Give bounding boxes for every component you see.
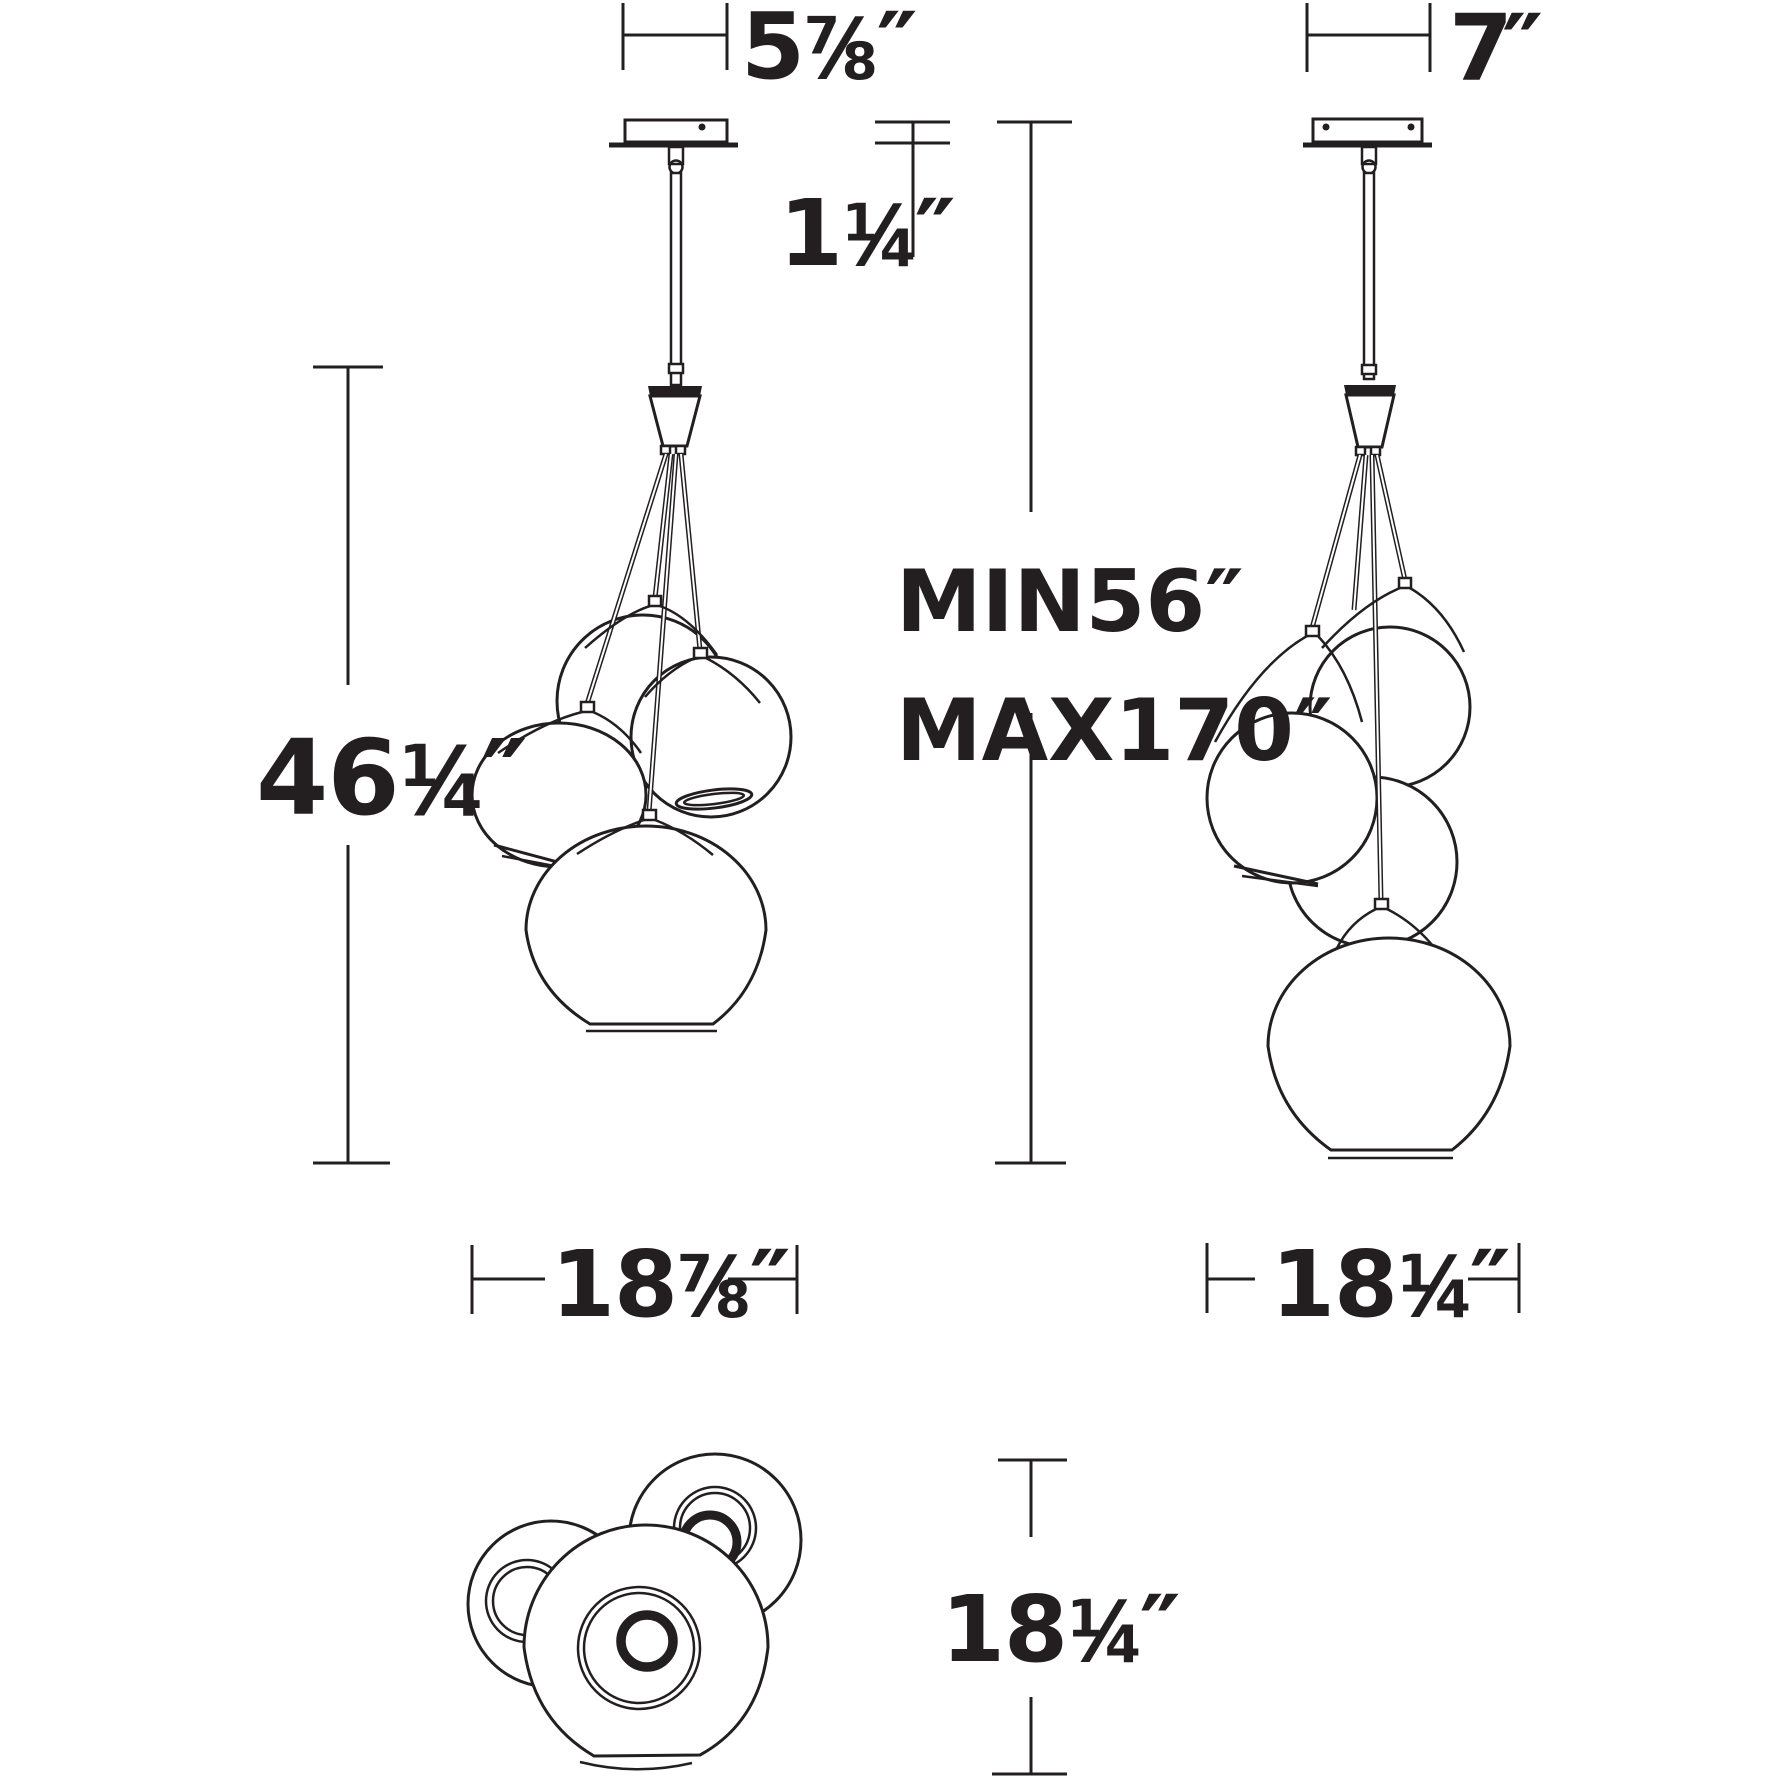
dimension-canopy-height: 11⁄4″ <box>779 180 956 287</box>
canopy-left <box>609 118 738 148</box>
overall-height-max: MAX170″ <box>896 681 1333 781</box>
globe-rim-edge <box>1233 864 1319 886</box>
cord-cone-left <box>648 386 702 456</box>
stem-joint <box>1360 363 1378 376</box>
overall-height-min: MIN56″ <box>896 552 1244 652</box>
dim-lines-cluster-width-right <box>1205 1243 1521 1313</box>
socket-fitting-bottom-left <box>576 808 714 856</box>
dimension-cluster-depth: 181⁄4″ <box>941 1576 1181 1683</box>
dimension-canopy-width-right: 7″ <box>1449 0 1543 102</box>
dimension-overall-height: MIN56″ MAX170″ <box>896 538 1332 796</box>
front-view-right <box>1205 117 1512 1160</box>
globe-left-open <box>1205 711 1379 888</box>
stem-left <box>667 171 685 387</box>
front-view-left <box>470 118 793 1033</box>
dimension-fixture-height: 461⁄4″ <box>256 717 528 839</box>
dim-lines-cluster-depth <box>992 1458 1067 1776</box>
suspension-cords-left <box>584 453 703 813</box>
dimension-cluster-width-right: 181⁄4″ <box>1271 1231 1511 1338</box>
dim-lines-canopy-width-right <box>1305 3 1432 72</box>
canopy-screw <box>1407 123 1415 131</box>
canopy-screw <box>1322 123 1330 131</box>
canopy-screw <box>698 123 706 131</box>
dim-lines-cluster-width-left <box>470 1245 799 1314</box>
top-view <box>466 1452 803 1771</box>
stem-joint <box>667 362 685 375</box>
socket-fittings-right <box>1213 576 1466 743</box>
dimension-cluster-width-left: 187⁄8″ <box>551 1231 791 1338</box>
socket-fitting-bottom-right <box>1335 897 1434 949</box>
suspension-cords-right <box>1309 454 1408 902</box>
dimension-canopy-width-left: 57⁄8″ <box>741 0 918 100</box>
dim-lines-canopy-height <box>875 120 950 257</box>
hang-straight-connector-right <box>1360 145 1378 175</box>
globe-right-open <box>629 655 793 819</box>
socket-fittings-left <box>497 594 761 755</box>
dim-lines-fixture-height <box>313 365 390 1165</box>
dim-lines-overall-height <box>995 120 1072 1165</box>
stem-right <box>1360 171 1378 381</box>
plan-socket <box>616 1610 678 1672</box>
globe-bottom-right <box>1266 936 1512 1160</box>
hang-straight-connector-left <box>667 145 685 175</box>
plan-rim-edge <box>579 1760 693 1771</box>
dim-lines-canopy-width-left <box>621 3 729 70</box>
cord-cone-right <box>1344 385 1396 457</box>
canopy-right <box>1303 117 1432 148</box>
globe-bottom <box>524 824 768 1033</box>
plan-globe-front <box>522 1523 770 1771</box>
